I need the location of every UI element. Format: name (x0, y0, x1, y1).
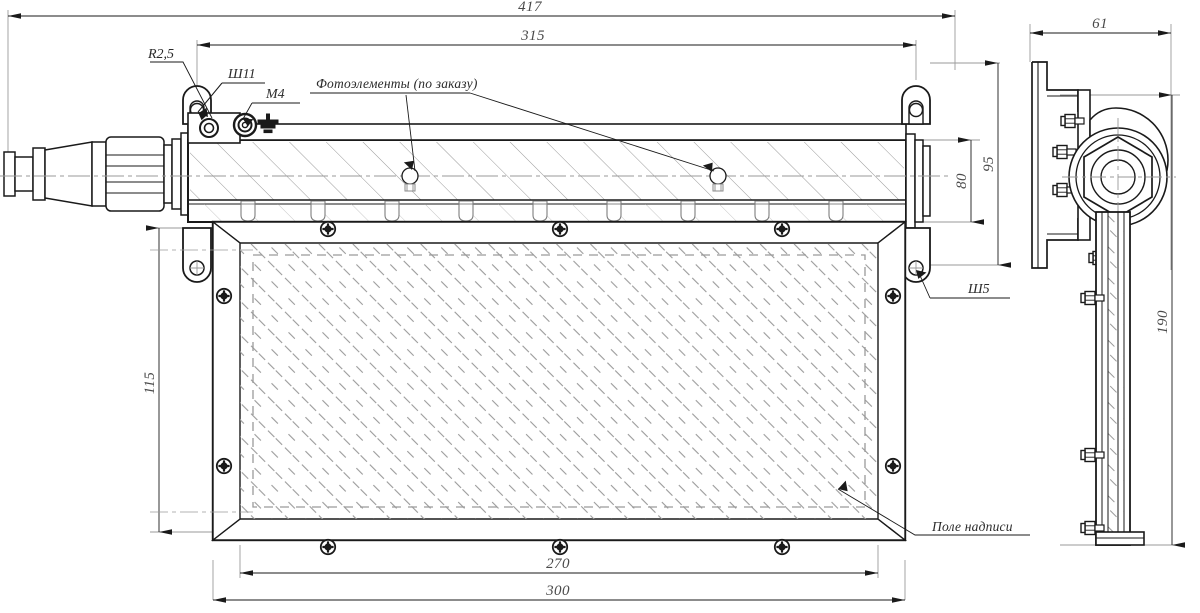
mount-lug-lower-right (901, 227, 931, 283)
callout-inscription-text: Поле надписи (931, 519, 1013, 534)
callout-photocells-text: Фотоэлементы (по заказу) (316, 76, 478, 91)
cable-gland-assembly (3, 132, 189, 216)
callout-hole11-text: Ш11 (227, 67, 256, 82)
callout-r25-text: R2,5 (147, 47, 174, 62)
side-view-swivel-joint (1062, 107, 1176, 236)
mount-lug-lower-left (182, 227, 212, 283)
dim-61-text: 61 (1092, 16, 1108, 32)
dim-270-text: 270 (546, 556, 570, 572)
callout-m4-text: M4 (265, 87, 285, 102)
dim-80-text: 80 (954, 173, 970, 189)
dim-190-text: 190 (1155, 310, 1171, 334)
photocell-element-2 (709, 167, 727, 192)
dimension-lines (8, 13, 1185, 603)
leader-lines (150, 61, 1030, 536)
tube-body (0, 123, 948, 229)
dim-417-text: 417 (518, 0, 543, 15)
dim-95-text: 95 (981, 156, 997, 172)
earth-ground-icon (257, 113, 279, 134)
side-view-panel-section (1095, 211, 1145, 546)
mount-lug-upper-right (901, 85, 931, 125)
callout-hole5-text: Ш5 (967, 282, 990, 297)
dim-115-text: 115 (142, 372, 158, 395)
ground-screw-m4 (232, 112, 258, 138)
leader-arrowheads (197, 107, 927, 492)
dim-315-text: 315 (520, 28, 545, 44)
inscription-panel (150, 220, 908, 542)
terminal-block (187, 112, 241, 144)
dim-300-text: 300 (545, 583, 570, 599)
